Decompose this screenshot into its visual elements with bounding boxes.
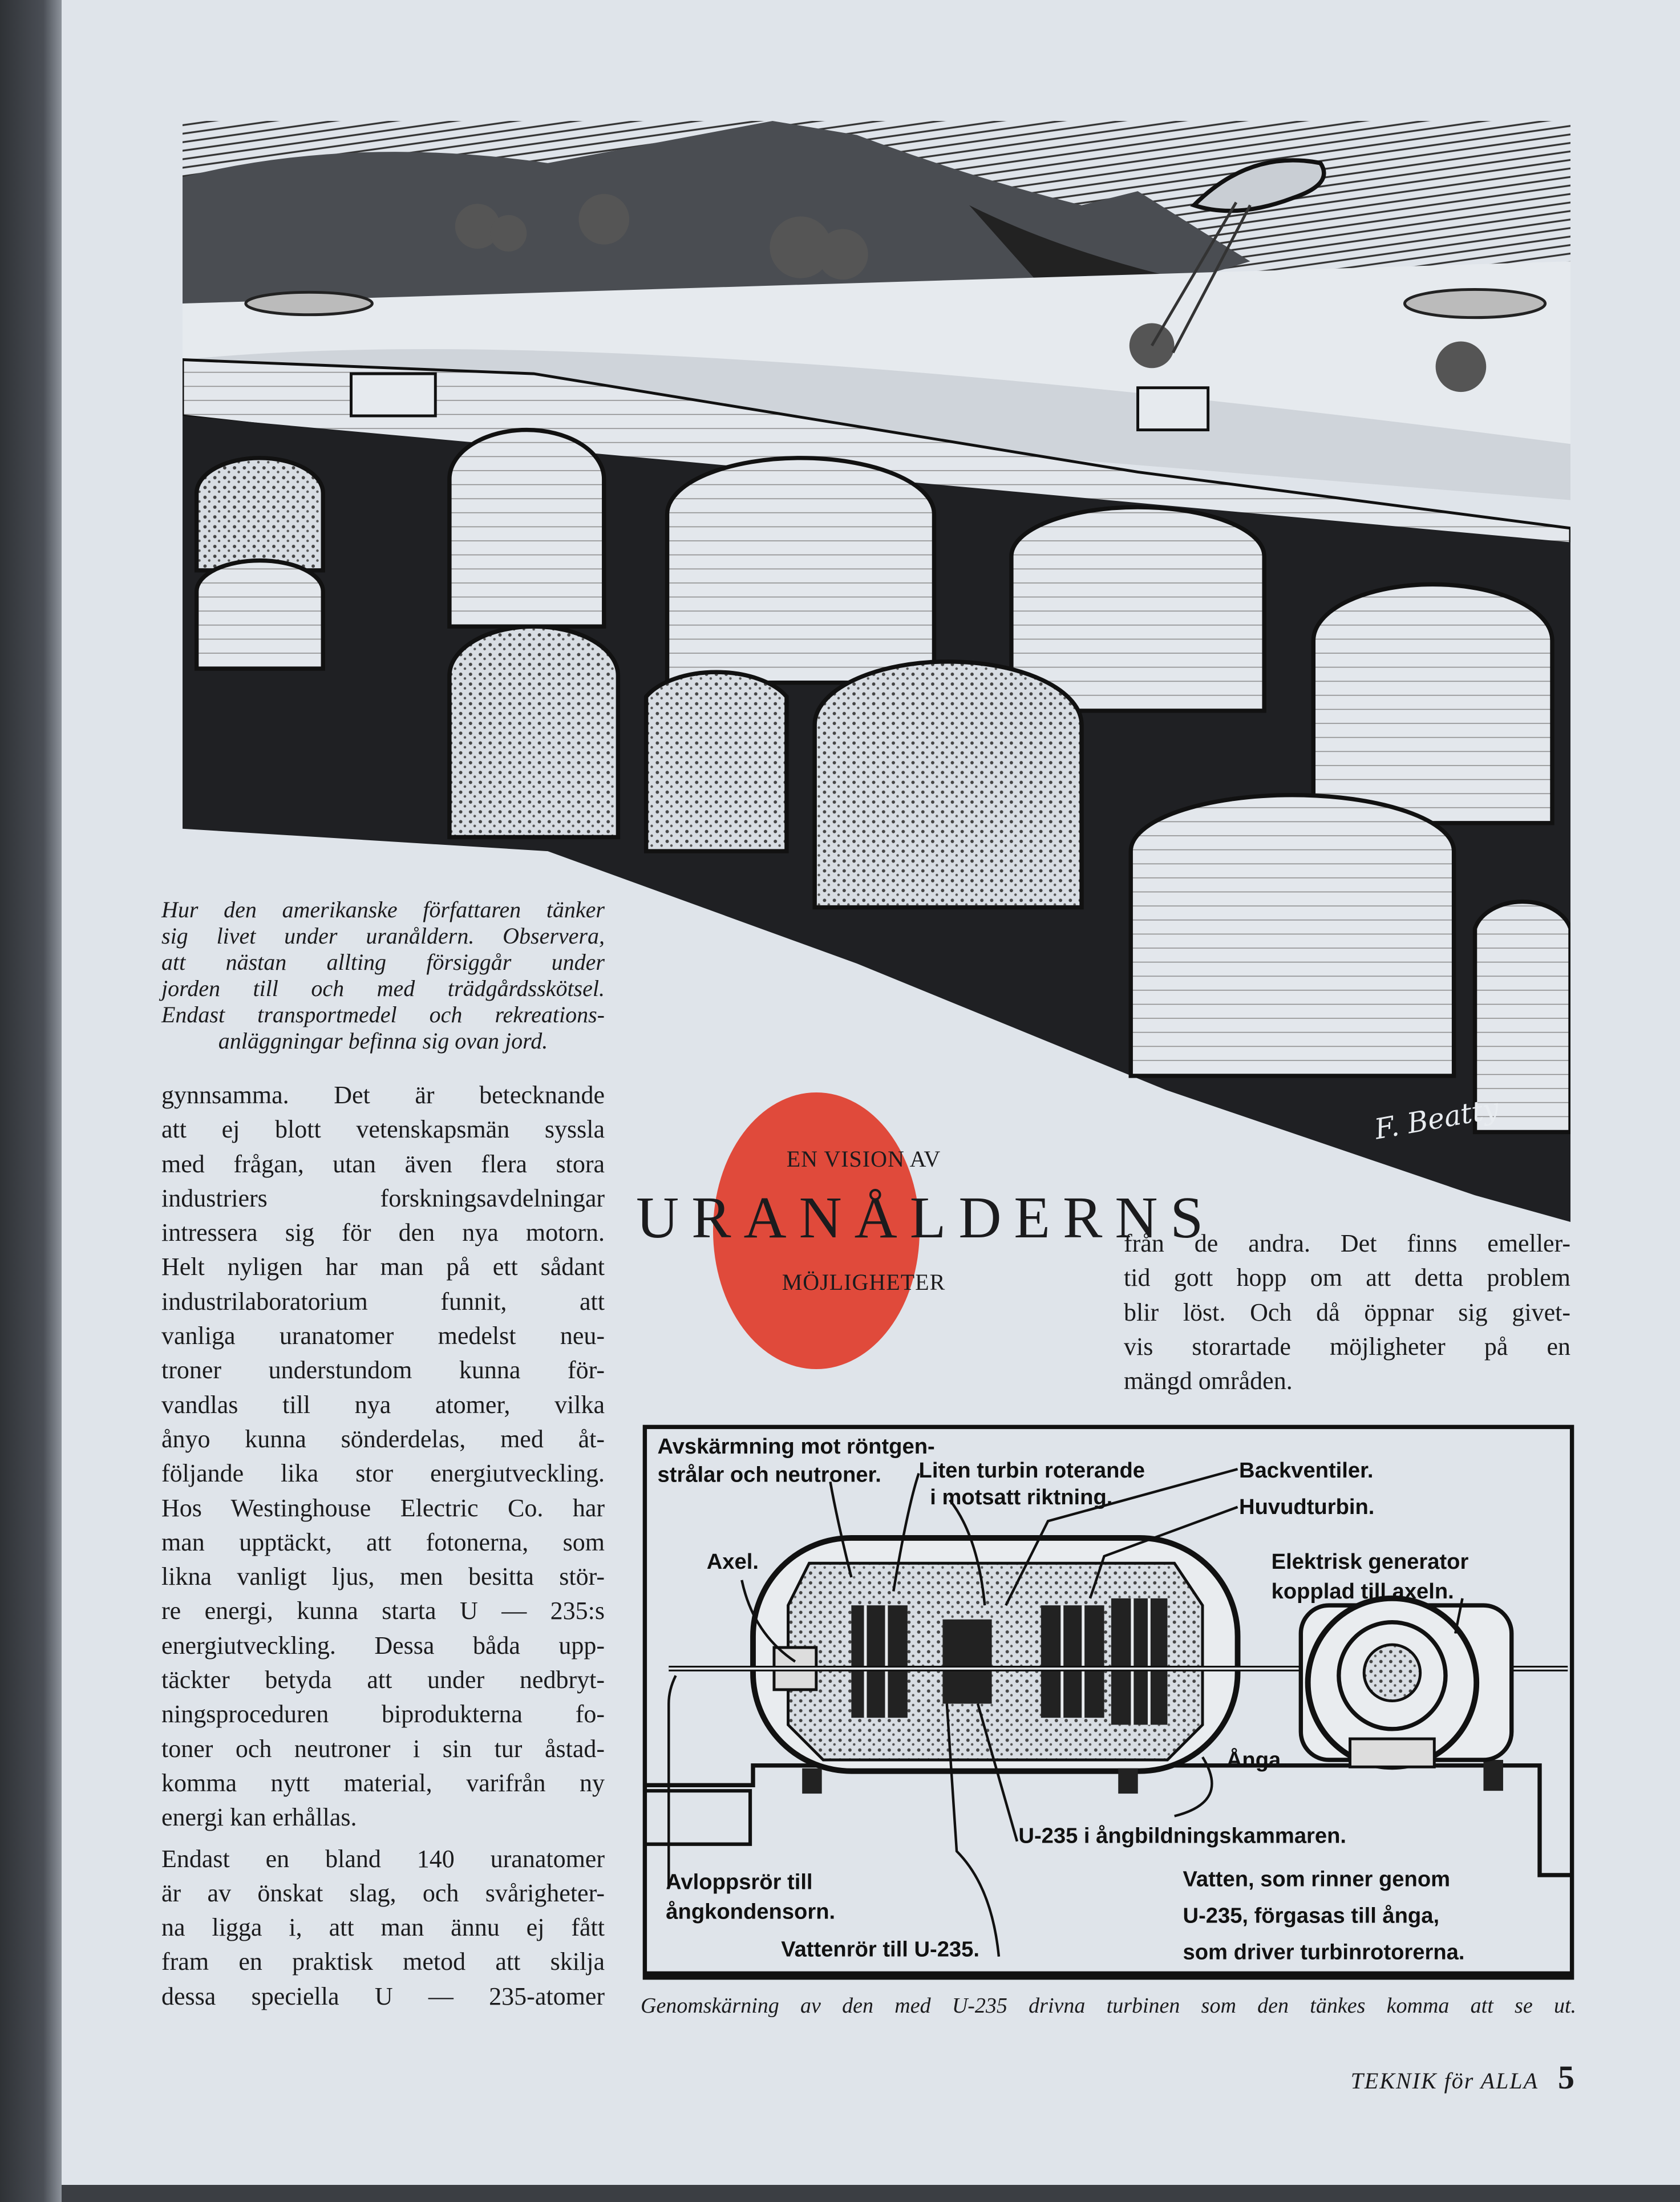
text-line: är av önskat slag, och svårigheter- bbox=[161, 1879, 605, 1907]
label-main-turbine: Huvudturbin. bbox=[1239, 1495, 1374, 1519]
underground-city-illustration: F. Beatty bbox=[183, 121, 1570, 1222]
text-line: na ligga i, att man ännu ej fått bbox=[161, 1913, 605, 1942]
text-line: troner understundom kunna för- bbox=[161, 1356, 605, 1385]
text-line: Hos Westinghouse Electric Co. har bbox=[161, 1493, 605, 1522]
text-line: Helt nyligen har man på ett sådant bbox=[161, 1253, 605, 1281]
label-small-turbine: Liten turbin roterande bbox=[919, 1458, 1145, 1483]
text-line: täckter betyda att under nedbryt- bbox=[161, 1666, 605, 1694]
text-line: vandlas till nya atomer, vilka bbox=[161, 1390, 605, 1419]
label-shielding: strålar och neutroner. bbox=[658, 1462, 881, 1487]
text-line: man upptäckt, att fotonerna, som bbox=[161, 1528, 605, 1556]
caption-line: Hur den amerikanske författaren tänker bbox=[161, 897, 605, 922]
text-line: fram en praktisk metod att skilja bbox=[161, 1948, 605, 1976]
page-binding-edge bbox=[0, 0, 62, 2202]
page-number: 5 bbox=[1558, 2059, 1574, 2096]
diagram-caption: Genomskärning av den med U-235 drivna tu… bbox=[641, 1994, 1576, 2018]
label-generator: Elektrisk generator bbox=[1272, 1549, 1469, 1574]
label-check-valves: Backventiler. bbox=[1239, 1458, 1373, 1483]
paragraph-1: gynnsamma. Det är betecknande att ej blot… bbox=[161, 1078, 605, 1835]
label-drain: ångkondensorn. bbox=[666, 1899, 835, 1924]
text-line: att ej blott vetenskapsmän syssla bbox=[161, 1115, 605, 1144]
text-line: ånyo kunna sönderdelas, med åt- bbox=[161, 1424, 605, 1453]
label-chamber: U-235 i ångbildningskammaren. bbox=[1018, 1823, 1346, 1848]
text-line: följande lika stor energiutveckling. bbox=[161, 1459, 605, 1488]
label-water-note: U-235, förgasas till ånga, bbox=[1183, 1904, 1440, 1928]
label-water-pipe: Vattenrör till U-235. bbox=[781, 1937, 979, 1962]
title-post: MÖJLIGHETER bbox=[782, 1269, 946, 1295]
label-water-note: Vatten, som rinner genom bbox=[1183, 1867, 1451, 1892]
caption-line: anläggningar befinna sig ovan jord. bbox=[218, 1028, 548, 1054]
text-line: likna vanligt ljus, men besitta stör- bbox=[161, 1563, 605, 1591]
left-text-column: gynnsamma. Det är betecknande att ej blot… bbox=[161, 1078, 605, 2014]
text-line: mängd områden. bbox=[1124, 1367, 1293, 1395]
label-generator: kopplad till axeln. bbox=[1272, 1579, 1454, 1604]
label-drain: Avloppsrör till bbox=[666, 1870, 812, 1895]
text-line: komma nytt material, varifrån ny bbox=[161, 1768, 605, 1797]
paragraph-2: Endast en bland 140 uranatomer är av önsk… bbox=[161, 1842, 605, 2014]
title-red-circle bbox=[713, 1092, 920, 1369]
text-line: toner och neutroner i sin tur åstad- bbox=[161, 1734, 605, 1763]
text-line: re energi, kunna starta U — 235:s bbox=[161, 1597, 605, 1625]
label-axle: Axel. bbox=[707, 1549, 759, 1574]
text-line: intressera sig för den nya motorn. bbox=[161, 1219, 605, 1247]
text-line: tid gott hopp om att detta problem bbox=[1124, 1264, 1570, 1292]
page-footer: TEKNIK för ALLA 5 bbox=[1278, 2058, 1574, 2096]
text-line: energi kan erhållas. bbox=[161, 1803, 357, 1832]
label-steam: Ånga. bbox=[1226, 1747, 1287, 1772]
magazine-name: TEKNIK för ALLA bbox=[1350, 2068, 1539, 2094]
right-text-column: från de andra. Det finns emeller-tid got… bbox=[1124, 1227, 1570, 1398]
text-line: energiutveckling. Dessa båda upp- bbox=[161, 1631, 605, 1659]
text-line: ningsproceduren biprodukterna fo- bbox=[161, 1700, 605, 1729]
caption-line: sig livet under uranåldern. Observera, bbox=[161, 923, 605, 949]
illustration-caption: Hur den amerikanske författaren tänker s… bbox=[161, 897, 605, 1054]
text-line: industriers forskningsavdelningar bbox=[161, 1184, 605, 1212]
title-pre: EN VISION AV bbox=[786, 1146, 941, 1172]
caption-line: jorden till och med trädgårdsskötsel. bbox=[161, 975, 605, 1001]
text-line: industrilaboratorium funnit, att bbox=[161, 1287, 605, 1315]
caption-line: Endast transportmedel och rekreations- bbox=[161, 1002, 605, 1027]
turbine-diagram: Avskärmning mot röntgen- strålar och neu… bbox=[642, 1424, 1574, 1980]
label-small-turbine: i motsatt riktning. bbox=[930, 1485, 1112, 1509]
text-line: Endast en bland 140 uranatomer bbox=[161, 1844, 605, 1873]
text-line: blir löst. Och då öppnar sig givet- bbox=[1124, 1298, 1570, 1326]
text-line: gynnsamma. Det är betecknande bbox=[161, 1081, 605, 1109]
text-line: från de andra. Det finns emeller- bbox=[1124, 1229, 1570, 1257]
text-line: dessa speciella U — 235-atomer bbox=[161, 1982, 605, 2010]
caption-line: att nästan allting försiggår under bbox=[161, 949, 605, 975]
text-line: med frågan, utan även flera stora bbox=[161, 1149, 605, 1178]
label-water-note: som driver turbinrotorerna. bbox=[1183, 1940, 1465, 1965]
article-title: URANÅLDERNS bbox=[636, 1185, 1216, 1250]
label-shielding: Avskärmning mot röntgen- bbox=[658, 1434, 935, 1459]
text-line: vanliga uranatomer medelst neu- bbox=[161, 1322, 605, 1350]
text-line: vis storartade möjligheter på en bbox=[1124, 1332, 1570, 1361]
